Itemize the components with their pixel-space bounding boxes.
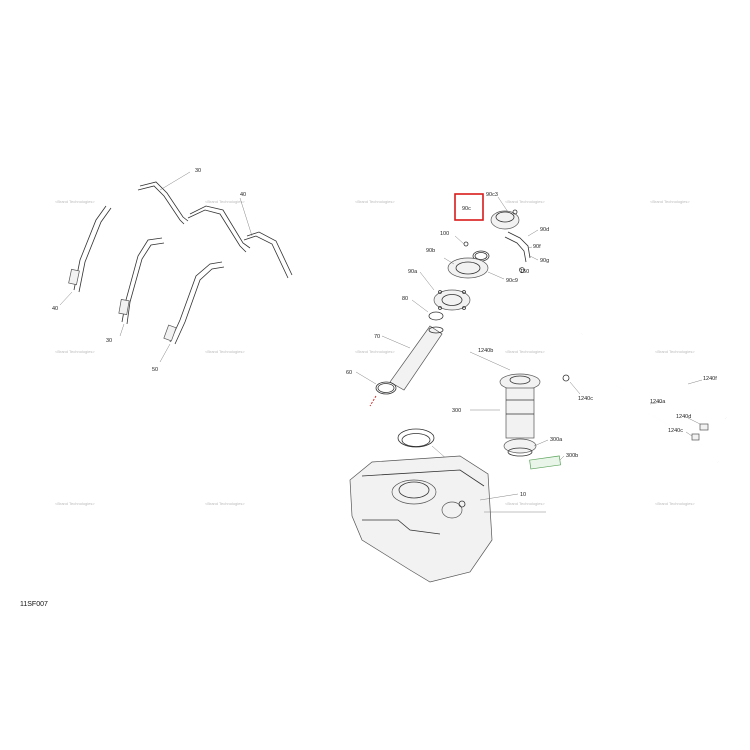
watermark: <Brand Technologies> — [505, 199, 545, 204]
watermark: <Brand Technologies> — [355, 349, 395, 354]
flange-90a[interactable] — [443, 257, 489, 279]
fuel-pump-module-300[interactable] — [469, 351, 541, 454]
strap-40-left[interactable] — [59, 205, 112, 306]
strainer-300a-300b[interactable] — [507, 439, 565, 470]
strap-50[interactable] — [159, 261, 225, 363]
watermark: <Brand Technologies> — [55, 349, 95, 354]
hose-1240a[interactable] — [562, 371, 719, 463]
watermark: <Brand Technologies> — [505, 501, 545, 506]
watermark: <Brand Technologies> — [55, 199, 95, 204]
callout-90c3: 90c3 — [486, 192, 498, 198]
callout-90d: 90d — [540, 227, 549, 233]
callout-30-mid: 30 — [106, 338, 112, 344]
pump-housing[interactable] — [419, 271, 471, 311]
callout-300b: 300b — [566, 453, 578, 459]
cap-90c[interactable] — [490, 209, 520, 230]
watermark: <Brand Technologies> — [650, 199, 690, 204]
oring-80-top[interactable] — [411, 299, 444, 321]
callout-90b: 90b — [426, 248, 435, 254]
watermark: <Brand Technologies> — [205, 501, 245, 506]
callout-90c[interactable]: 90c — [462, 206, 471, 212]
strap-40-right[interactable] — [187, 197, 293, 279]
callout-1240c-left: 1240c — [578, 396, 593, 402]
watermark: <Brand Technologies> — [505, 349, 545, 354]
watermark: <Brand Technologies> — [205, 199, 245, 204]
callout-90c9: 90c9 — [506, 278, 518, 284]
callout-40-right: 40 — [240, 192, 246, 198]
watermark: <Brand Technologies> — [55, 501, 95, 506]
callout-90f: 90f — [533, 244, 541, 250]
callout-40-left: 40 — [52, 306, 58, 312]
clamp-90b[interactable] — [454, 235, 490, 262]
connector-1240d-1240c[interactable] — [685, 417, 709, 441]
callout-60: 60 — [346, 370, 352, 376]
callout-10: 10 — [520, 492, 526, 498]
callout-70: 70 — [374, 334, 380, 340]
watermarks: <Brand Technologies> <Brand Technologies… — [55, 199, 695, 506]
lock-ring-310[interactable] — [397, 428, 449, 461]
callout-150: 150 — [520, 269, 529, 275]
watermark: <Brand Technologies> — [205, 349, 245, 354]
callout-300a: 300a — [550, 437, 563, 443]
filter-70[interactable] — [381, 325, 444, 391]
callout-1240a: 1240a — [650, 399, 666, 405]
callout-90a: 90a — [408, 269, 418, 275]
watermark: <Brand Technologies> — [655, 501, 695, 506]
callout-30-top: 30 — [195, 168, 201, 174]
highlight-box-90c — [454, 193, 484, 221]
callout-1240d: 1240d — [676, 414, 691, 420]
callout-50: 50 — [152, 367, 158, 373]
callout-90g: 90g — [540, 258, 549, 264]
callout-1240b: 1240b — [478, 348, 493, 354]
diagram-code: 11SF007 — [20, 601, 48, 608]
watermark: <Brand Technologies> — [355, 199, 395, 204]
callout-80-top: 80 — [402, 296, 408, 302]
callout-1240c-right: 1240c — [668, 428, 683, 434]
clamp-60[interactable] — [355, 371, 397, 407]
strap-30-top[interactable] — [137, 171, 191, 225]
fuel-tank-10[interactable] — [349, 455, 546, 583]
callout-300: 300 — [452, 408, 461, 414]
callout-1240f: 1240f — [703, 376, 717, 382]
watermark: <Brand Technologies> — [655, 349, 695, 354]
fitting-90d-90f-90g[interactable] — [504, 229, 539, 273]
strap-30-mid[interactable] — [118, 237, 165, 337]
callout-100: 100 — [440, 231, 449, 237]
hose-1240f[interactable] — [581, 324, 728, 419]
